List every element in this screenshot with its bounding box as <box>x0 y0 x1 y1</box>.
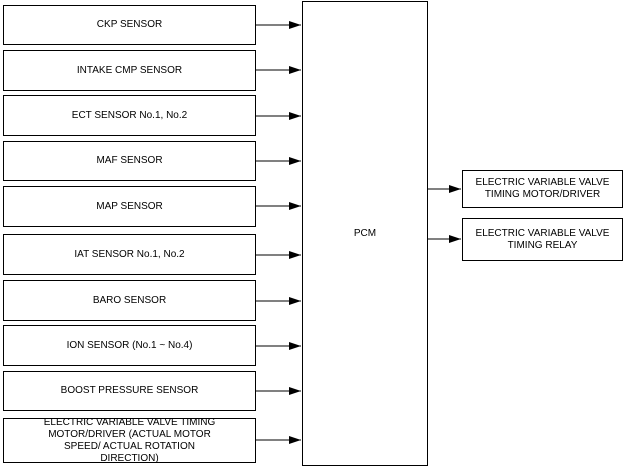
input-box-ion: ION SENSOR (No.1 ~ No.4) <box>3 325 256 366</box>
pcm-box: PCM <box>302 1 428 466</box>
input-label: MAP SENSOR <box>96 200 163 212</box>
output-box-evvt-relay: ELECTRIC VARIABLE VALVE TIMING RELAY <box>462 218 623 261</box>
input-label: ION SENSOR (No.1 ~ No.4) <box>66 339 193 351</box>
input-label: IAT SENSOR No.1, No.2 <box>74 248 185 260</box>
output-box-evvt-motor-driver: ELECTRIC VARIABLE VALVE TIMING MOTOR/DRI… <box>462 170 623 208</box>
input-box-ckp: CKP SENSOR <box>3 5 256 45</box>
input-box-boost-pressure: BOOST PRESSURE SENSOR <box>3 371 256 411</box>
input-label: CKP SENSOR <box>96 19 163 30</box>
input-box-maf: MAF SENSOR <box>3 141 256 181</box>
pcm-label: PCM <box>353 227 377 239</box>
input-box-map: MAP SENSOR <box>3 186 256 227</box>
input-box-ect: ECT SENSOR No.1, No.2 <box>3 95 256 136</box>
input-label: ELECTRIC VARIABLE VALVE TIMING MOTOR/DRI… <box>43 416 216 464</box>
input-label: INTAKE CMP SENSOR <box>76 64 183 76</box>
input-label: BOOST PRESSURE SENSOR <box>60 385 199 396</box>
input-label: ECT SENSOR No.1, No.2 <box>71 109 188 121</box>
input-box-intake-cmp: INTAKE CMP SENSOR <box>3 50 256 91</box>
input-label: MAF SENSOR <box>96 155 163 166</box>
input-box-baro: BARO SENSOR <box>3 280 256 321</box>
input-box-evvt-motor-feedback: ELECTRIC VARIABLE VALVE TIMING MOTOR/DRI… <box>3 416 256 464</box>
input-label: BARO SENSOR <box>92 294 167 306</box>
output-label: ELECTRIC VARIABLE VALVE TIMING RELAY <box>475 227 610 251</box>
output-label: ELECTRIC VARIABLE VALVE TIMING MOTOR/DRI… <box>475 177 610 200</box>
input-box-iat: IAT SENSOR No.1, No.2 <box>3 234 256 275</box>
